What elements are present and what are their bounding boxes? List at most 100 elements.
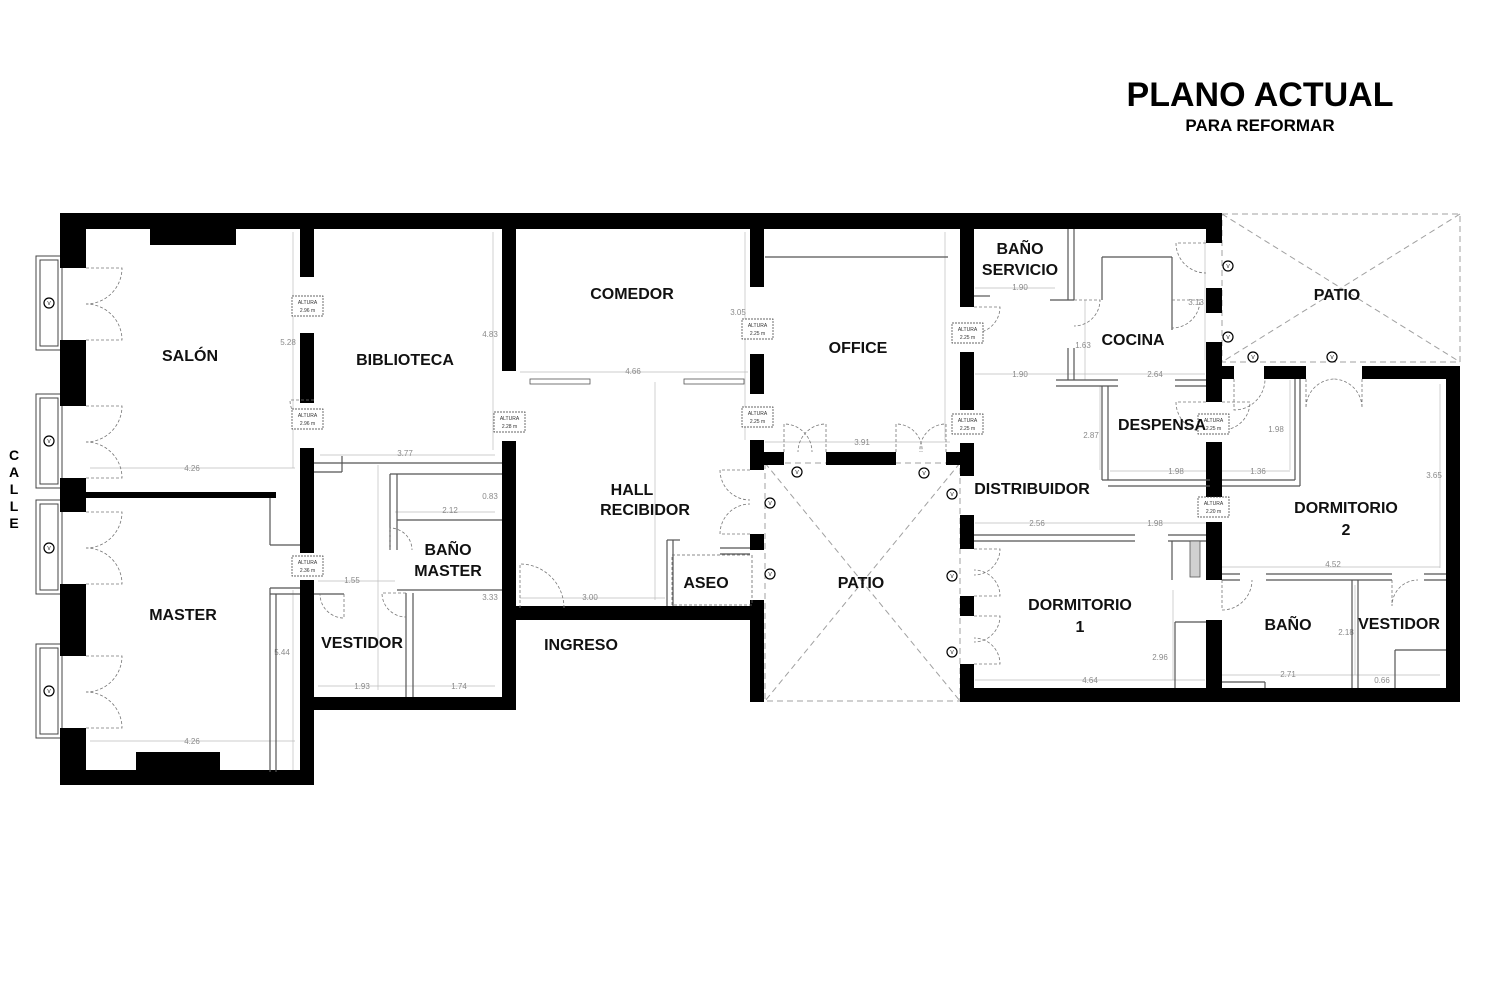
room-label-recibidor: RECIBIDOR: [600, 502, 690, 519]
walls: [60, 213, 1460, 785]
room-label-office: OFFICE: [829, 340, 888, 357]
sliding-doors: [529, 378, 745, 385]
room-label-hall: HALL: [611, 482, 654, 499]
svg-text:ALTURA: ALTURA: [958, 327, 978, 333]
dim-text: 1.90: [1012, 283, 1028, 292]
svg-text:ALTURA: ALTURA: [748, 411, 768, 417]
room-label-bano-master: BAÑO: [424, 539, 471, 559]
dim-text: 3.65: [1426, 471, 1442, 480]
svg-text:V: V: [1226, 264, 1230, 270]
svg-text:2.96 m: 2.96 m: [300, 308, 315, 314]
room-label-patio-top: PATIO: [1314, 287, 1361, 304]
room-label-bano: BAÑO: [1264, 614, 1311, 634]
dim-text: 1.63: [1075, 341, 1091, 350]
dim-text: 1.74: [451, 682, 467, 691]
room-label-dormitorio-2: DORMITORIO: [1294, 500, 1398, 517]
room-label-master: MASTER: [149, 607, 217, 624]
dim-text: 2.96: [1152, 653, 1168, 662]
dim-text: 1.90: [1012, 370, 1028, 379]
dim-text: 2.64: [1147, 370, 1163, 379]
dim-text: 0.83: [482, 492, 498, 501]
room-label-comedor: COMEDOR: [590, 286, 674, 303]
dim-text: 4.83: [482, 330, 498, 339]
window-markers: V V V V V V V V V V V V V V V: [43, 260, 1338, 697]
svg-text:ALTURA: ALTURA: [1204, 501, 1224, 507]
plan-title: PLANO ACTUAL: [1127, 76, 1394, 114]
svg-text:2.25 m: 2.25 m: [1206, 426, 1221, 432]
svg-text:2.25 m: 2.25 m: [960, 426, 975, 432]
dim-text: 1.98: [1168, 467, 1184, 476]
svg-text:V: V: [47, 546, 51, 552]
svg-text:2.20 m: 2.20 m: [1206, 509, 1221, 515]
dim-text: 3.05: [730, 308, 746, 317]
svg-text:V: V: [47, 439, 51, 445]
height-tag: ALTURA 2.25 m: [951, 413, 984, 435]
svg-text:ALTURA: ALTURA: [298, 300, 318, 306]
svg-text:V: V: [1226, 335, 1230, 341]
room-label-dormitorio-1: DORMITORIO: [1028, 597, 1132, 614]
dim-text: 0.66: [1374, 676, 1390, 685]
dim-text: 5.44: [274, 648, 290, 657]
dim-text: 3.33: [482, 593, 498, 602]
dim-text: 2.71: [1280, 670, 1296, 679]
height-tags: ALTURA 2.96 m ALTURA 2.96 m ALTURA 2.36 m A…: [291, 295, 1230, 577]
dim-text: 1.93: [354, 682, 370, 691]
room-label-aseo: ASEO: [683, 575, 728, 592]
room-label-bano-master-2: MASTER: [414, 563, 482, 580]
room-label-biblioteca: BIBLIOTECA: [356, 352, 454, 369]
svg-text:2.96 m: 2.96 m: [300, 421, 315, 427]
dim-text: 2.18: [1338, 628, 1354, 637]
street-windows: [35, 255, 63, 739]
svg-text:V: V: [922, 471, 926, 477]
room-label-despensa: DESPENSA: [1118, 417, 1206, 434]
room-label-patio-center: PATIO: [838, 575, 885, 592]
room-label-cocina: COCINA: [1101, 332, 1165, 349]
dim-text: 3.00: [582, 593, 598, 602]
room-label-distribuidor: DISTRIBUIDOR: [974, 481, 1090, 498]
room-label-dormitorio-1-num: 1: [1076, 619, 1085, 636]
height-tag: ALTURA 2.28 m: [493, 411, 526, 433]
dim-text: 2.87: [1083, 431, 1099, 440]
dim-text: 4.64: [1082, 676, 1098, 685]
svg-text:V: V: [950, 650, 954, 656]
dim-text: 4.26: [184, 737, 200, 746]
svg-text:V: V: [950, 492, 954, 498]
svg-text:2.28 m: 2.28 m: [502, 424, 517, 430]
dim-text: 1.98: [1268, 425, 1284, 434]
svg-text:ALTURA: ALTURA: [500, 416, 520, 422]
svg-text:V: V: [768, 572, 772, 578]
room-label-salon: SALÓN: [162, 346, 218, 365]
height-tag: ALTURA 2.96 m: [291, 295, 324, 317]
patio-center-area: [764, 462, 961, 702]
room-label-vestidor-left: VESTIDOR: [321, 635, 403, 652]
dimension-texts: 5.28 4.83 3.05 4.66 3.91 4.26 3.77 2.12 …: [184, 283, 1442, 746]
svg-text:2.25 m: 2.25 m: [960, 335, 975, 341]
room-label-ingreso: INGRESO: [544, 637, 618, 654]
dim-text: 2.56: [1029, 519, 1045, 528]
room-label-dormitorio-2-num: 2: [1342, 522, 1351, 539]
dim-text: 3.13: [1188, 298, 1204, 307]
svg-text:ALTURA: ALTURA: [748, 323, 768, 329]
svg-text:V: V: [47, 689, 51, 695]
room-label-bano-servicio: BAÑO: [996, 238, 1043, 258]
dim-text: 4.52: [1325, 560, 1341, 569]
svg-text:2.25 m: 2.25 m: [750, 331, 765, 337]
svg-text:V: V: [1330, 355, 1334, 361]
dim-text: 3.77: [397, 449, 413, 458]
svg-text:V: V: [47, 301, 51, 307]
height-tag: ALTURA 2.36 m: [291, 555, 324, 577]
dim-text: 2.12: [442, 506, 458, 515]
dim-text: 5.28: [280, 338, 296, 347]
svg-text:V: V: [795, 470, 799, 476]
svg-text:2.36 m: 2.36 m: [300, 568, 315, 574]
interior-partitions: [269, 229, 1446, 772]
svg-text:ALTURA: ALTURA: [298, 560, 318, 566]
svg-text:ALTURA: ALTURA: [958, 418, 978, 424]
room-label-vestidor-right: VESTIDOR: [1358, 616, 1440, 633]
svg-text:V: V: [1251, 355, 1255, 361]
